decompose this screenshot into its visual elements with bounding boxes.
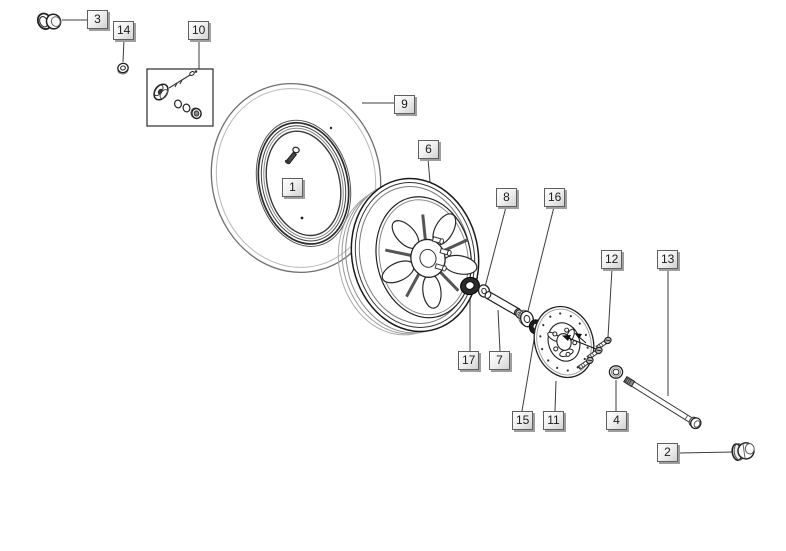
valve-body [153,83,169,101]
callout-7[interactable]: 7 [489,351,510,370]
bead-mark [329,126,333,130]
callout-1[interactable]: 1 [282,178,303,197]
leader-line-2 [678,451,734,454]
leader-line-14 [122,38,125,63]
axle-bolt [623,375,702,430]
hub-studs [431,236,452,272]
wheel-rim [337,177,480,336]
callout-8[interactable]: 8 [496,188,517,207]
small-nut [117,62,129,75]
leader-line-16 [527,206,555,312]
callout-4[interactable]: 4 [606,411,627,430]
callout-12[interactable]: 12 [601,250,623,269]
rim-spokes [385,214,469,298]
leader-lines [62,19,734,454]
valve-kit-box [146,68,214,127]
o-ring [182,103,191,113]
callout-10[interactable]: 10 [188,21,210,40]
bead-mark [300,216,304,220]
callout-3[interactable]: 3 [87,10,108,29]
callout-11[interactable]: 11 [543,411,564,430]
washer-nut [608,365,624,379]
rim-cutouts [381,213,478,309]
callout-9[interactable]: 9 [394,95,415,114]
bearing-nut [460,276,480,296]
axle-cap-nut [731,442,755,462]
leader-line-7 [497,309,501,352]
callout-14[interactable]: 14 [113,21,135,40]
callout-13[interactable]: 13 [657,250,679,269]
flange-cap-nut [36,12,62,30]
leader-line-15 [521,333,536,412]
callout-16[interactable]: 16 [544,188,566,207]
leader-line-8 [484,206,507,288]
callout-17[interactable]: 17 [458,351,480,370]
valve-cap [190,107,202,120]
o-ring [173,99,183,109]
brake-disc [533,305,602,379]
leader-line-11 [554,380,557,412]
callout-15[interactable]: 15 [512,411,534,430]
disc-screws [577,336,612,371]
tire-valve [284,146,300,165]
valve-core [168,70,198,89]
callout-6[interactable]: 6 [418,140,439,159]
screw-arrows [562,333,602,352]
callout-2[interactable]: 2 [657,443,678,462]
leader-line-6 [427,158,431,183]
leader-line-12 [607,268,613,338]
disc-drill-holes [539,312,589,372]
disc-bolt-holes [552,327,578,357]
spacer-tube [484,291,524,319]
